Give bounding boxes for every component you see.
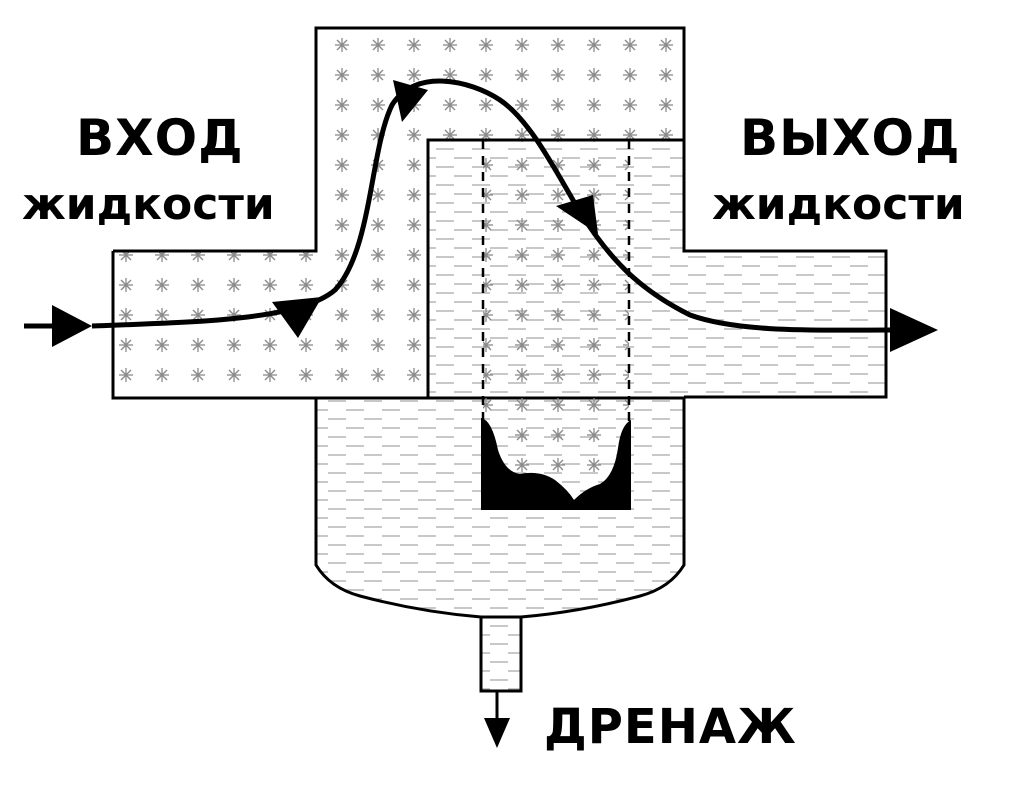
sediment-deposit [481,418,631,510]
inlet-label: ВХОД [76,109,244,167]
drain-pipe [479,615,523,748]
inlet-arrow-icon [24,305,92,347]
vessel-outline [111,26,888,400]
drain-label: ДРЕНАЖ [544,699,797,755]
drain-arrow-icon [484,718,510,748]
outlet-arrow-icon [890,308,938,352]
flow-arrow-1-icon [272,297,322,338]
filter-cartridge [481,140,631,510]
outlet-sublabel: жидкости [712,179,965,230]
flow-arrow-3-icon [556,195,598,234]
inlet-sublabel: жидкости [22,179,275,230]
flow-arrow-2-icon [393,80,428,122]
inlet-mixed-region [113,28,684,398]
outlet-label: ВЫХОД [740,109,961,167]
flow-path [91,78,938,352]
